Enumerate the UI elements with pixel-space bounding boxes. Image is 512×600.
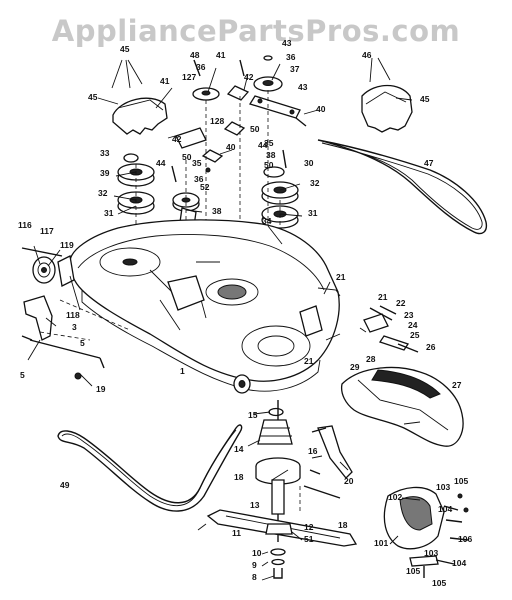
part-labels: 4548361274142433637434046454541128425035… <box>18 38 472 588</box>
part-label-41-a: 41 <box>216 50 226 60</box>
part-label-101: 101 <box>374 538 388 548</box>
part-label-50-a: 50 <box>250 124 260 134</box>
part-label-16: 16 <box>308 446 318 456</box>
part-label-44-b: 44 <box>156 158 166 168</box>
part-label-10: 10 <box>252 548 262 558</box>
part-label-47: 47 <box>424 158 434 168</box>
part-label-28: 28 <box>366 354 376 364</box>
part-label-32-r: 32 <box>310 178 320 188</box>
part-label-51: 51 <box>304 534 314 544</box>
part-label-46-tr: 46 <box>362 50 372 60</box>
part-label-49: 49 <box>60 480 70 490</box>
watermark: AppliancePartsPros.com <box>51 14 461 48</box>
part-label-103-b: 103 <box>424 548 438 558</box>
part-label-52: 52 <box>200 182 210 192</box>
part-label-31-r: 31 <box>308 208 318 218</box>
part-label-27: 27 <box>452 380 462 390</box>
part-label-42-a: 42 <box>244 72 254 82</box>
part-label-34: 34 <box>262 216 272 226</box>
part-label-48-a: 48 <box>190 50 200 60</box>
part-label-103-a: 103 <box>436 482 450 492</box>
part-label-8: 8 <box>252 572 257 582</box>
part-label-45-tr: 45 <box>420 94 430 104</box>
part-label-3: 3 <box>72 322 77 332</box>
part-label-24: 24 <box>408 320 418 330</box>
part-label-45-tl: 45 <box>120 44 130 54</box>
part-label-128: 128 <box>210 116 224 126</box>
part-label-119: 119 <box>60 240 74 250</box>
part-label-32-l: 32 <box>98 188 108 198</box>
part-label-21-a: 21 <box>336 272 346 282</box>
part-label-29: 29 <box>350 362 360 372</box>
part-label-11: 11 <box>232 528 241 538</box>
part-label-36-a: 36 <box>196 62 206 72</box>
part-label-104-a: 104 <box>438 504 452 514</box>
part-label-43-b: 43 <box>298 82 308 92</box>
part-label-12: 12 <box>304 522 314 532</box>
part-label-30: 30 <box>304 158 314 168</box>
part-label-21-c: 21 <box>304 356 314 366</box>
part-label-102: 102 <box>388 492 402 502</box>
part-label-22: 22 <box>396 298 406 308</box>
part-label-50-b: 50 <box>182 152 192 162</box>
part-label-40-b: 40 <box>226 142 236 152</box>
part-label-118: 118 <box>66 310 80 320</box>
part-label-20: 20 <box>344 476 354 486</box>
part-label-9: 9 <box>252 560 257 570</box>
part-label-50-c: 50 <box>264 160 274 170</box>
part-label-5-a: 5 <box>80 338 85 348</box>
part-label-105-b: 105 <box>406 566 420 576</box>
part-label-38-b: 38 <box>212 206 222 216</box>
part-label-15: 15 <box>248 410 258 420</box>
part-label-21-b: 21 <box>378 292 388 302</box>
part-label-35-a: 35 <box>264 138 274 148</box>
part-label-18-b: 18 <box>338 520 348 530</box>
part-label-37: 37 <box>290 64 300 74</box>
part-label-106: 106 <box>458 534 472 544</box>
part-label-44-a: 44 <box>258 140 268 150</box>
part-label-36-b: 36 <box>286 52 296 62</box>
part-label-25: 25 <box>410 330 420 340</box>
part-label-33: 33 <box>100 148 110 158</box>
part-label-13: 13 <box>250 500 260 510</box>
part-label-26: 26 <box>426 342 436 352</box>
part-label-105-a: 105 <box>454 476 468 486</box>
part-label-105-c: 105 <box>432 578 446 588</box>
part-label-127: 127 <box>182 72 196 82</box>
part-label-23: 23 <box>404 310 414 320</box>
part-label-40-a: 40 <box>316 104 326 114</box>
part-label-41-b: 41 <box>160 76 170 86</box>
part-label-39: 39 <box>100 168 110 178</box>
part-label-5-b: 5 <box>20 370 25 380</box>
part-label-1: 1 <box>180 366 185 376</box>
part-label-18-a: 18 <box>234 472 244 482</box>
part-label-42-b: 42 <box>172 134 182 144</box>
part-label-14: 14 <box>234 444 244 454</box>
part-label-36-c: 36 <box>194 174 204 184</box>
part-label-35-b: 35 <box>192 158 202 168</box>
part-label-104-b: 104 <box>452 558 466 568</box>
part-label-38-a: 38 <box>266 150 276 160</box>
part-label-31-l: 31 <box>104 208 114 218</box>
part-label-43-a: 43 <box>282 38 292 48</box>
part-label-117: 117 <box>40 226 54 236</box>
part-label-45-l: 45 <box>88 92 98 102</box>
part-label-19: 19 <box>96 384 106 394</box>
part-label-116: 116 <box>18 220 32 230</box>
